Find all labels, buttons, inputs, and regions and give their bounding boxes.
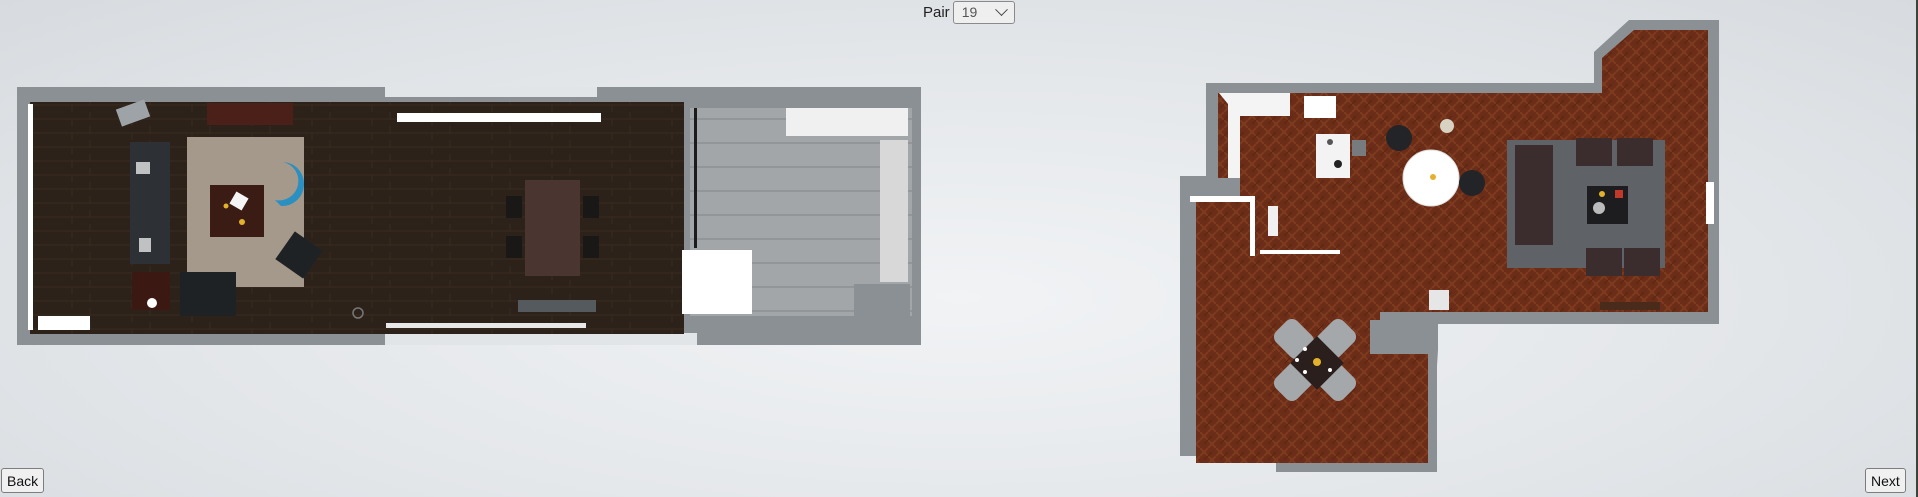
window-edge <box>1916 0 1918 497</box>
pair-value: 19 <box>961 4 978 20</box>
left-floor-plan <box>17 87 921 345</box>
back-button[interactable]: Back <box>1 468 45 493</box>
right-floor-plan <box>1180 20 1719 472</box>
pair-select[interactable]: 19 <box>952 0 1015 24</box>
next-button[interactable]: Next <box>1865 468 1906 493</box>
pair-control: Pair 19 <box>923 0 1015 24</box>
left-blue-chair <box>275 162 305 207</box>
pair-label: Pair <box>923 3 950 21</box>
right-dining-set <box>1273 318 1357 402</box>
left-dining-table <box>525 180 580 276</box>
